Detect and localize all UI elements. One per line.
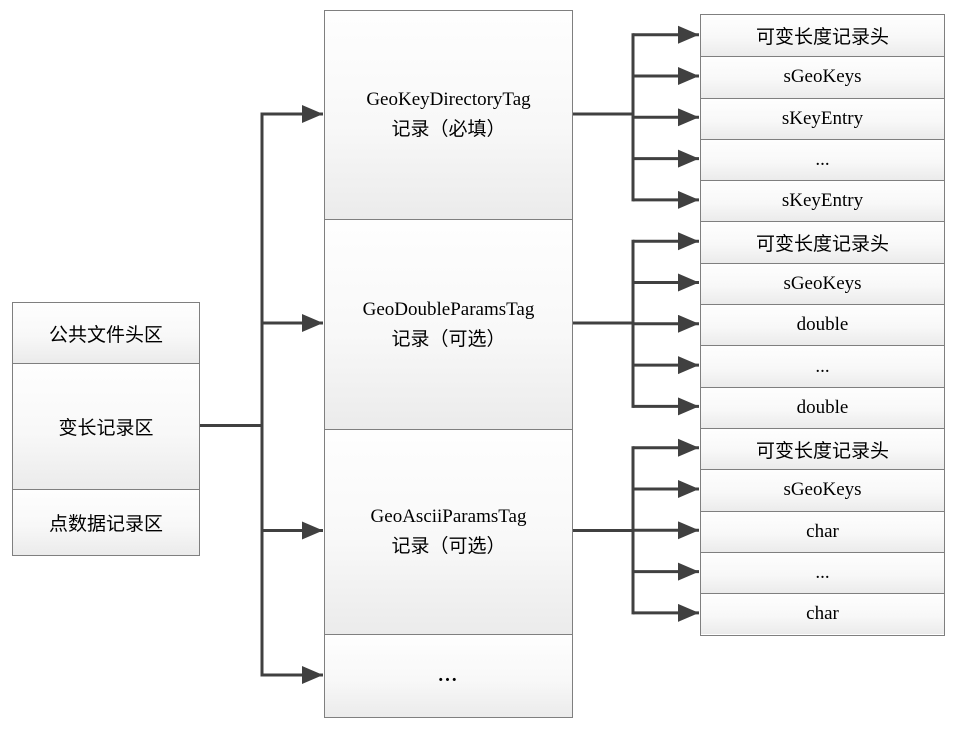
geo-tags-box: GeoKeyDirectoryTag 记录（必填） GeoDoubleParam…: [324, 10, 573, 718]
cell-geokeydirectorytag: GeoKeyDirectoryTag 记录（必填）: [325, 11, 572, 219]
record-row: sKeyEntry: [701, 180, 944, 222]
record-row: sKeyEntry: [701, 97, 944, 139]
cell-public-file-header: 公共文件头区: [13, 303, 199, 363]
cell-label: 公共文件头区: [48, 324, 163, 346]
record-layout-stack: 可变长度记录头 sGeoKeys sKeyEntry ... sKeyEntry…: [700, 14, 945, 636]
record-row: ...: [701, 551, 944, 594]
record-row: char: [701, 593, 944, 635]
cell-label: 点数据记录区: [48, 514, 163, 535]
record-row: 可变长度记录头: [701, 15, 944, 57]
record-row: sGeoKeys: [701, 469, 944, 511]
record-row: double: [701, 386, 944, 428]
tag-note: 记录（可选）: [391, 328, 506, 350]
cell-more-tags-ellipsis: ...: [325, 634, 572, 717]
cell-geodoubleparamstag: GeoDoubleParamsTag 记录（可选）: [325, 219, 572, 429]
cell-geoasciiparamstag: GeoAsciiParamsTag 记录（可选）: [325, 429, 572, 634]
record-row: ...: [701, 345, 944, 387]
ellipsis-label: ...: [438, 665, 459, 686]
record-row: sGeoKeys: [701, 56, 944, 98]
record-row: 可变长度记录头: [701, 427, 944, 470]
cell-point-data-records: 点数据记录区: [13, 489, 199, 555]
record-row: 可变长度记录头: [701, 221, 944, 263]
record-row: double: [701, 304, 944, 346]
tag-note: 记录（可选）: [391, 536, 506, 557]
record-row: char: [701, 510, 944, 552]
tag-name: GeoDoubleParamsTag: [362, 298, 535, 320]
record-row: ...: [701, 138, 944, 181]
cell-label: 变长记录区: [58, 418, 154, 439]
tag-note: 记录（必填）: [391, 119, 506, 140]
record-row: sGeoKeys: [701, 262, 944, 305]
tag-name: GeoAsciiParamsTag: [370, 506, 527, 527]
tag-name: GeoKeyDirectoryTag: [366, 89, 531, 110]
cell-variable-length-records: 变长记录区: [13, 363, 199, 489]
file-structure-box: 公共文件头区 变长记录区 点数据记录区: [12, 302, 200, 556]
